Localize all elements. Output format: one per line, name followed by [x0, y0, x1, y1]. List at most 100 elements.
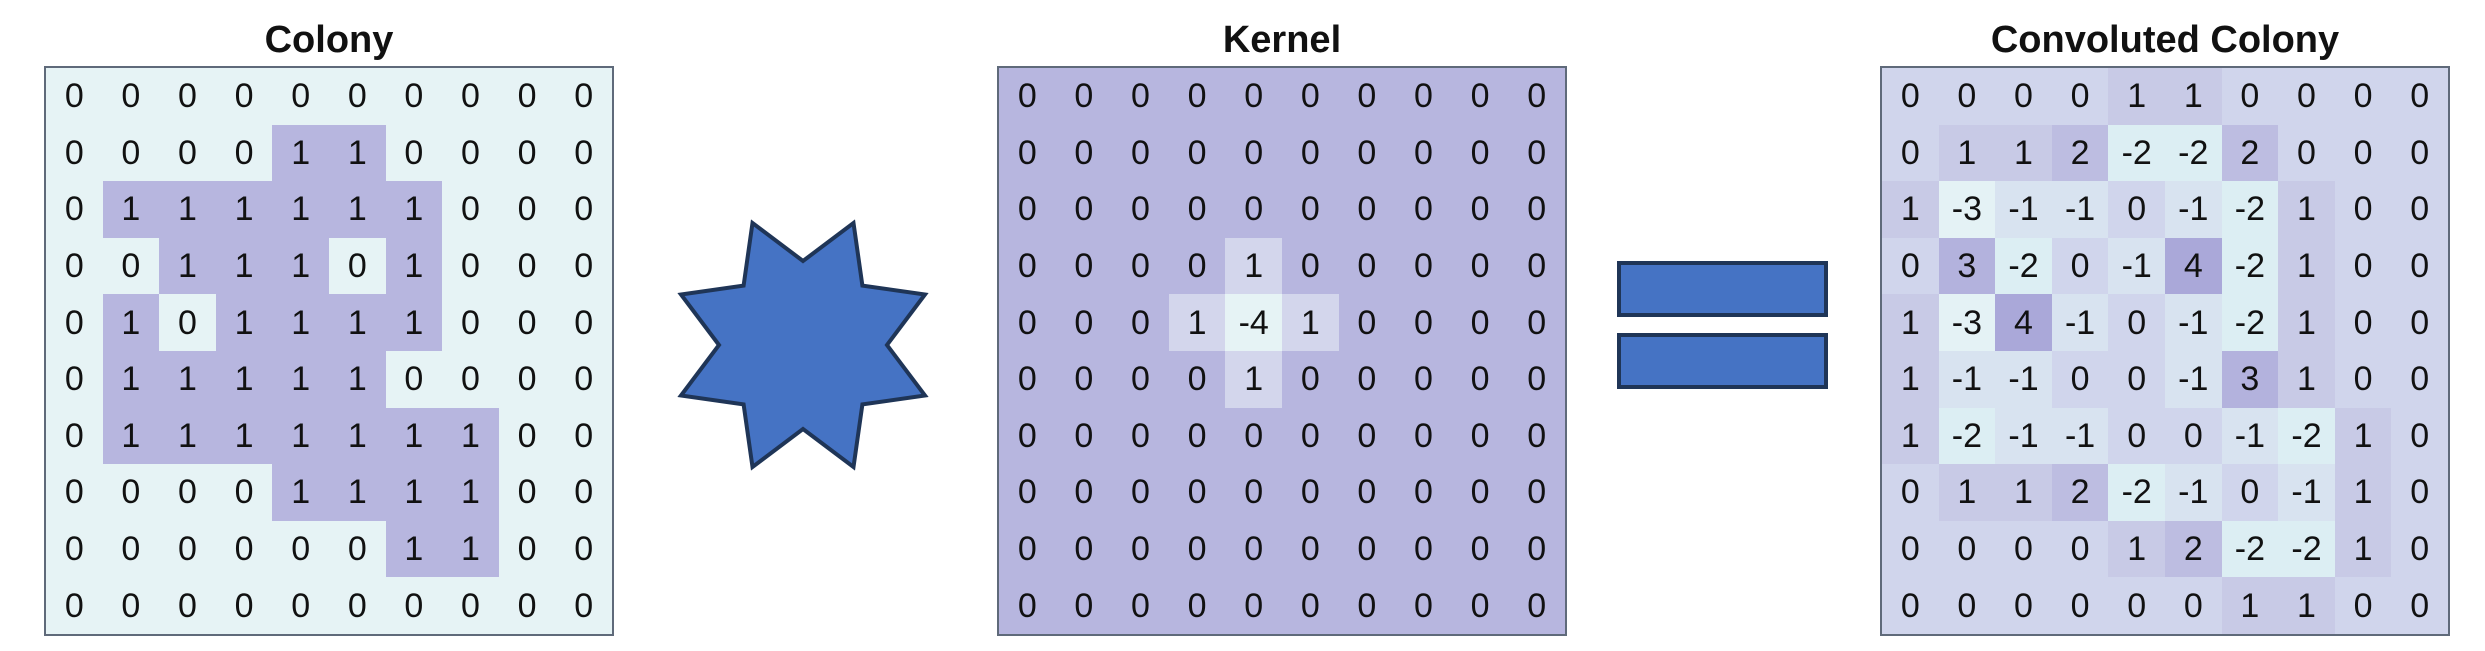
- convoluted-cell: -2: [2221, 520, 2279, 578]
- convoluted-cell: 0: [1882, 237, 1939, 295]
- convoluted-cell: 1: [2278, 294, 2335, 351]
- convoluted-cell: -1: [2051, 407, 2109, 465]
- kernel-cell: 0: [1168, 237, 1226, 295]
- colony-cell: 0: [215, 577, 273, 634]
- kernel-cell: 0: [1168, 577, 1226, 634]
- convoluted-cell: 0: [2391, 407, 2448, 465]
- colony-cell: 0: [385, 577, 443, 634]
- kernel-cell: 0: [999, 520, 1056, 578]
- kernel-cell: 0: [1055, 464, 1113, 521]
- colony-cell: 0: [159, 520, 216, 578]
- kernel-cell: 0: [1395, 350, 1452, 408]
- kernel-cell: 0: [1168, 124, 1226, 182]
- kernel-cell: 0: [1508, 124, 1565, 182]
- colony-cell: 0: [442, 124, 499, 182]
- colony-cell: 1: [385, 181, 443, 238]
- colony-cell: 0: [498, 68, 556, 125]
- convoluted-cell: 0: [2334, 181, 2392, 238]
- convoluted-cell: 1: [2278, 181, 2335, 238]
- colony-cell: 0: [498, 181, 556, 238]
- convoluted-cell: 2: [2051, 464, 2109, 521]
- colony-cell: 1: [442, 464, 499, 521]
- convoluted-cell: 0: [2278, 124, 2335, 182]
- convoluted-cell: 0: [1882, 124, 1939, 182]
- kernel-cell: 0: [1281, 237, 1339, 295]
- colony-cell: 0: [46, 350, 103, 408]
- kernel-cell: 0: [1168, 464, 1226, 521]
- kernel-cell: 0: [1055, 237, 1113, 295]
- convoluted-cell: 0: [1882, 577, 1939, 634]
- kernel-cell: 0: [1451, 181, 1509, 238]
- convoluted-cell: 0: [2051, 350, 2109, 408]
- colony-cell: 0: [328, 577, 386, 634]
- colony-cell: 1: [385, 464, 443, 521]
- kernel-cell: 0: [1338, 520, 1396, 578]
- convoluted-cell: 0: [2391, 464, 2448, 521]
- kernel-cell: 0: [1508, 407, 1565, 465]
- convoluted-cell: 0: [1882, 68, 1939, 125]
- kernel-cell: 0: [1395, 577, 1452, 634]
- kernel-cell: 0: [1112, 407, 1169, 465]
- kernel-cell: 0: [1508, 520, 1565, 578]
- kernel-cell: 0: [1168, 181, 1226, 238]
- colony-cell: 0: [498, 464, 556, 521]
- convoluted-cell: 0: [2164, 407, 2222, 465]
- colony-cell: 0: [46, 237, 103, 295]
- kernel-cell: 0: [1338, 181, 1396, 238]
- convoluted-cell: 2: [2164, 520, 2222, 578]
- kernel-cell: 0: [1055, 350, 1113, 408]
- kernel-cell: 0: [1395, 237, 1452, 295]
- kernel-cell: 0: [1112, 464, 1169, 521]
- kernel-cell: 0: [1281, 464, 1339, 521]
- colony-cell: 0: [498, 124, 556, 182]
- colony-cell: 0: [328, 237, 386, 295]
- colony-cell: 1: [385, 294, 443, 351]
- colony-cell: 1: [272, 350, 329, 408]
- kernel-cell: 0: [999, 124, 1056, 182]
- colony-cell: 0: [442, 68, 499, 125]
- colony-cell: 0: [215, 464, 273, 521]
- kernel-cell: 0: [1338, 350, 1396, 408]
- convoluted-cell: 1: [1995, 124, 2052, 182]
- convoluted-cell: -3: [1938, 294, 1996, 351]
- convoluted-cell: -1: [2221, 407, 2279, 465]
- colony-cell: 0: [46, 464, 103, 521]
- colony-cell: 0: [555, 577, 612, 634]
- convoluted-cell: 0: [2334, 294, 2392, 351]
- colony-cell: 0: [102, 577, 160, 634]
- colony-cell: 1: [442, 520, 499, 578]
- kernel-cell: 0: [1112, 237, 1169, 295]
- kernel-cell: 0: [1338, 68, 1396, 125]
- kernel-cell: 0: [1451, 237, 1509, 295]
- kernel-cell: 0: [1281, 577, 1339, 634]
- kernel-cell: 0: [1508, 68, 1565, 125]
- convoluted-cell: -1: [2278, 464, 2335, 521]
- colony-cell: 1: [159, 181, 216, 238]
- kernel-cell: 0: [1112, 577, 1169, 634]
- convoluted-cell: 0: [2334, 577, 2392, 634]
- convoluted-cell: 1: [2334, 520, 2392, 578]
- colony-cell: 0: [555, 464, 612, 521]
- convoluted-cell: 0: [2108, 294, 2165, 351]
- convoluted-cell: 0: [2391, 294, 2448, 351]
- convoluted-cell: 1: [2108, 520, 2165, 578]
- convoluted-cell: -3: [1938, 181, 1996, 238]
- kernel-cell: 0: [1451, 464, 1509, 521]
- convoluted-cell: -1: [2164, 294, 2222, 351]
- convoluted-cell: -2: [2221, 237, 2279, 295]
- convoluted-cell: 3: [2221, 350, 2279, 408]
- kernel-cell: 0: [1508, 181, 1565, 238]
- kernel-cell: 1: [1281, 294, 1339, 351]
- convoluted-cell: -2: [2108, 124, 2165, 182]
- convoluted-cell: 0: [2334, 68, 2392, 125]
- convoluted-cell: 1: [1938, 124, 1996, 182]
- kernel-cell: 0: [1112, 68, 1169, 125]
- colony-cell: 0: [159, 68, 216, 125]
- convoluted-cell: 0: [2051, 577, 2109, 634]
- colony-cell: 0: [555, 294, 612, 351]
- kernel-cell: 0: [1055, 577, 1113, 634]
- colony-cell: 1: [328, 350, 386, 408]
- convoluted-cell: 1: [2278, 350, 2335, 408]
- colony-cell: 0: [272, 577, 329, 634]
